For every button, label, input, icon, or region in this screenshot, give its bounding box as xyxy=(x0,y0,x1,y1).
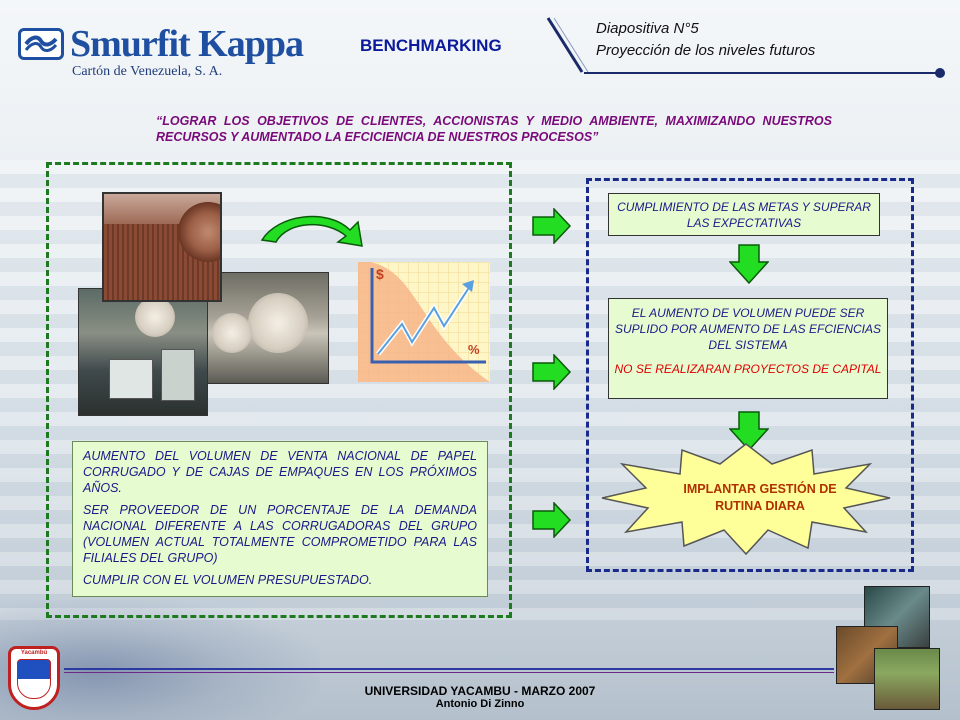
capital-note: NO SE REALIZARAN PROYECTOS DE CAPITAL xyxy=(614,362,882,376)
company-logo: Smurfit Kappa Cartón de Venezuela, S. A. xyxy=(18,23,304,86)
left-objectives-box: AUMENTO DEL VOLUMEN DE VENTA NACIONAL DE… xyxy=(72,441,488,597)
right-dashed-container xyxy=(586,178,914,572)
growth-chart-image: $ % xyxy=(358,262,490,382)
seal-label: Yacambú xyxy=(20,650,48,656)
footer-author: Antonio Di Zinno xyxy=(435,698,525,710)
logo-name: Smurfit Kappa xyxy=(70,23,304,65)
fabric-roll-shape xyxy=(178,202,220,262)
footer-rule xyxy=(64,668,834,670)
objective-paragraph: SER PROVEEDOR DE UN PORCENTAJE DE LA DEM… xyxy=(83,503,477,565)
factory-photo-control-room xyxy=(78,288,208,416)
action-burst-shape xyxy=(601,443,891,556)
down-arrow-icon xyxy=(729,411,769,451)
footer-university: UNIVERSIDAD YACAMBU - MARZO 2007 xyxy=(364,684,596,698)
right-arrow-icon xyxy=(532,502,572,538)
collage-photo-forest xyxy=(874,648,940,710)
slide-subtitle: Proyección de los niveles futuros xyxy=(596,42,816,59)
footer-rule xyxy=(64,672,834,673)
paper-roll-shape xyxy=(212,313,252,353)
percent-symbol: % xyxy=(468,342,480,357)
paper-roll-shape xyxy=(248,293,308,353)
curved-arrow-icon xyxy=(260,215,363,247)
down-arrow-icon xyxy=(729,244,769,284)
right-arrow-icon xyxy=(532,208,572,244)
currency-symbol: $ xyxy=(376,266,384,282)
corrugated-fabric-photo xyxy=(102,192,222,302)
mission-quote: “LOGRAR LOS OBJETIVOS DE CLIENTES, ACCIO… xyxy=(156,114,832,144)
right-arrow-icon xyxy=(532,354,572,390)
seal-shield-icon xyxy=(17,659,51,699)
page-title: BENCHMARKING xyxy=(360,36,502,55)
volume-efficiency-box: EL AUMENTO DE VOLUMEN PUEDE SER SUPLIDO … xyxy=(608,298,888,399)
control-panel-shape xyxy=(109,359,153,399)
left-dashed-container xyxy=(46,162,512,618)
logo-badge-icon xyxy=(18,28,64,60)
header-decor-line xyxy=(546,17,945,78)
paper-roll-shape xyxy=(135,297,175,337)
industry-photo-collage xyxy=(836,586,960,710)
slide-number: Diapositiva N°5 xyxy=(596,20,699,37)
growth-chart-graphic xyxy=(358,262,490,382)
university-seal-logo: Yacambú xyxy=(8,646,60,710)
logo-subtitle: Cartón de Venezuela, S. A. xyxy=(72,64,223,79)
goal-box: CUMPLIMIENTO DE LAS METAS Y SUPERAR LAS … xyxy=(608,193,880,236)
action-text: IMPLANTAR GESTIÓN DE RUTINA DIARA xyxy=(683,482,837,513)
control-panel-shape xyxy=(161,349,195,401)
objective-paragraph: AUMENTO DEL VOLUMEN DE VENTA NACIONAL DE… xyxy=(83,449,477,495)
factory-photo-paper-rolls xyxy=(207,272,329,384)
objective-paragraph: CUMPLIR CON EL VOLUMEN PRESUPUESTADO. xyxy=(83,573,373,587)
volume-note: EL AUMENTO DE VOLUMEN PUEDE SER SUPLIDO … xyxy=(614,306,882,352)
